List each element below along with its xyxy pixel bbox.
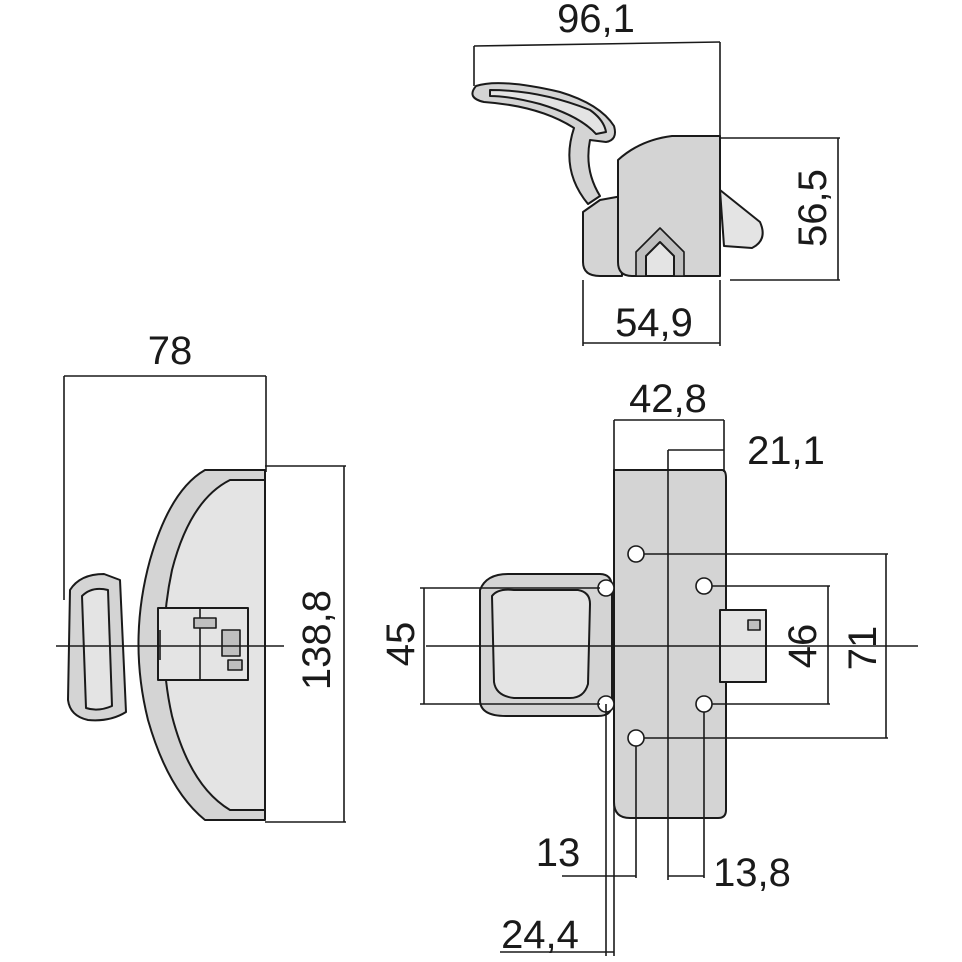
top-view-lever	[471, 82, 764, 277]
dim-front-offset-c: 24,4	[501, 913, 579, 957]
dim-top-base: 54,9	[615, 301, 693, 345]
dim-front-handle: 45	[379, 622, 423, 667]
dim-side-width: 78	[148, 329, 193, 373]
dim-front-width: 42,8	[629, 377, 707, 421]
dim-top-width: 96,1	[557, 0, 635, 41]
side-view-dimensions	[56, 375, 346, 823]
dim-front-holes-outer: 71	[841, 626, 885, 671]
dim-front-offset-b: 13,8	[713, 851, 791, 895]
dim-side-height: 138,8	[295, 590, 339, 690]
front-view	[479, 450, 767, 880]
dim-front-half: 21,1	[747, 429, 825, 473]
dim-front-offset-a: 13	[536, 831, 581, 875]
dim-front-holes-inner: 46	[781, 624, 825, 669]
dim-top-height: 56,5	[791, 169, 835, 247]
front-view-dimensions	[420, 419, 918, 956]
side-view	[67, 469, 266, 821]
top-view-dimensions	[473, 41, 840, 346]
